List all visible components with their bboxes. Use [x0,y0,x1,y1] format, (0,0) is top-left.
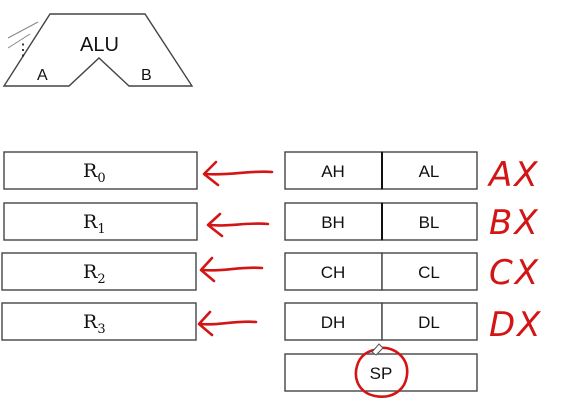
left-arrow-icon [197,310,258,337]
left-arrow-icon [199,256,264,283]
high-half-box [284,252,383,291]
register-label: R1 [83,211,106,237]
left-arrow-icon [206,212,270,238]
register-pair-cx: CH CL [284,252,478,291]
register-label: R0 [83,160,106,186]
low-half-label: CL [418,263,440,282]
alu-input-line [7,21,39,39]
left-arrow-icon [202,160,274,187]
register-r3: R3 [1,302,197,341]
low-half-box [381,252,478,291]
alu-input-b: B [141,67,152,84]
high-half-box [284,202,383,241]
register-box [3,202,198,241]
alu-shape [2,13,194,87]
register-r0: R0 [3,151,198,190]
register-label: R2 [83,261,106,287]
register-box [1,252,197,291]
low-half-label: AL [419,162,440,181]
alu-input-line [7,33,31,49]
register-box [1,302,197,341]
register-pair-dx: DH DL [284,302,478,341]
sp-label: SP [370,364,393,383]
low-half-label: DL [418,313,440,332]
alu-ellipsis: ⋮ [15,42,31,59]
high-half-box [284,302,383,341]
annotation-cx: CX [489,253,540,293]
high-half-label: CH [321,263,346,282]
alu-input-a: A [37,67,48,84]
low-half-box [381,202,478,241]
alu-unit: ⋮ ALU A B [2,13,194,87]
low-half-label: BL [419,213,440,232]
annotation-dx: DX [489,305,542,345]
register-r1: R1 [3,202,198,241]
pen-cursor-icon [371,343,384,356]
register-sp: SP [284,343,478,398]
high-half-label: AH [321,162,345,181]
register-box [3,151,198,190]
annotation-ax: AX [487,155,540,195]
register-pair-ax: AH AL [284,151,478,190]
register-pair-bx: BH BL [284,202,478,241]
alu-label: ALU [80,34,119,56]
circle-mark-icon [354,346,409,398]
high-half-label: BH [321,213,345,232]
sp-box [284,353,478,392]
register-r2: R2 [1,252,197,291]
high-half-label: DH [321,313,346,332]
annotation-bx: BX [489,203,540,243]
register-label: R3 [83,311,106,337]
low-half-box [381,302,478,341]
